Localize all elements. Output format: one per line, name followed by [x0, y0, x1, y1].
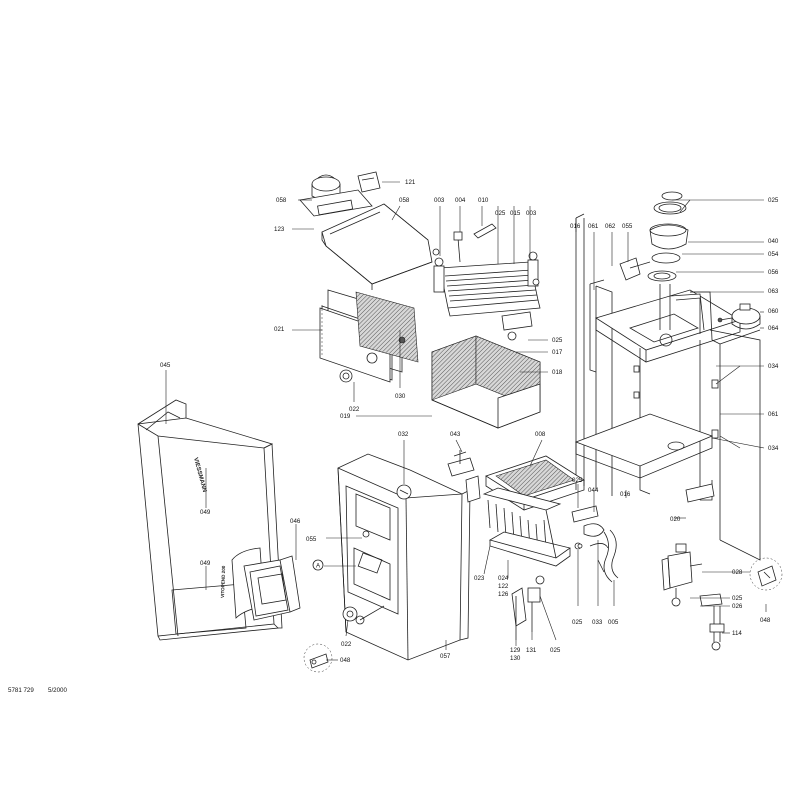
part-label: 054 [768, 251, 779, 258]
part-label: 056 [768, 269, 779, 276]
part-label: 061 [768, 411, 779, 418]
part-label: 020 [670, 516, 681, 523]
part-label: 025 [552, 337, 563, 344]
part-label: 025 [572, 477, 583, 484]
part-label: 028 [732, 569, 743, 576]
part-label: 043 [450, 431, 461, 438]
ignition-parts [396, 450, 609, 550]
part-label: 033 [592, 619, 603, 626]
document-footer: 5781 729 5/2000 [8, 687, 67, 694]
part-label: 063 [768, 288, 779, 295]
part-label: 010 [478, 197, 489, 204]
part-label: 032 [398, 431, 409, 438]
part-label: 061 [588, 223, 599, 230]
part-label: 034 [768, 363, 779, 370]
fan-venturi-stack [619, 191, 705, 334]
part-label: 044 [588, 487, 599, 494]
part-label: 023 [474, 575, 485, 582]
part-label: 130 [510, 655, 521, 662]
part-label: 060 [768, 308, 779, 315]
part-number-labels: 121 058 058 003 004 010 025 015 003 016 … [160, 179, 779, 664]
part-label: 015 [510, 210, 521, 217]
combustion-chamber-panels [431, 335, 541, 429]
part-label: 021 [274, 326, 285, 333]
doc-date: 5/2000 [48, 687, 67, 694]
fan-hood-assembly [299, 171, 433, 290]
leader-lines [165, 181, 767, 661]
pressure-vessel [717, 303, 761, 330]
part-label: 058 [399, 197, 410, 204]
burner [482, 455, 585, 567]
part-label: 121 [405, 179, 416, 186]
part-label: 129 [510, 647, 521, 654]
part-label: 018 [552, 369, 563, 376]
part-label: 025 [768, 197, 779, 204]
part-label: 048 [340, 657, 351, 664]
part-label: 016 [570, 223, 581, 230]
part-label: 046 [290, 518, 301, 525]
part-label: 062 [605, 223, 616, 230]
part-label: 026 [732, 603, 743, 610]
callout-a-label: A [316, 563, 321, 570]
callout-a: A [312, 559, 356, 571]
part-label: 025 [550, 647, 561, 654]
inner-front-panel [337, 453, 471, 661]
doc-number: 5781 729 [8, 687, 34, 694]
lower-seals [342, 605, 385, 625]
part-label: 064 [768, 325, 779, 332]
wall-bracket [303, 557, 783, 673]
part-label: 030 [395, 393, 406, 400]
part-label: 025 [732, 595, 743, 602]
part-label: 003 [526, 210, 537, 217]
part-label: 131 [526, 647, 537, 654]
part-label: 049 [200, 509, 211, 516]
part-label: 126 [498, 591, 509, 598]
part-label: 055 [622, 223, 633, 230]
sight-window-unit [243, 555, 301, 621]
model-name: VITOPEND 200 [220, 565, 226, 598]
part-label: 008 [535, 431, 546, 438]
part-label: 022 [349, 406, 360, 413]
part-label: 025 [495, 210, 506, 217]
flame-sensor-parts [511, 543, 583, 640]
part-label: 034 [768, 445, 779, 452]
heat-exchanger [432, 223, 541, 341]
part-label: 055 [306, 536, 317, 543]
part-label: 045 [160, 362, 171, 369]
gas-valve [661, 543, 725, 651]
part-label: 003 [434, 197, 445, 204]
part-label: 122 [498, 583, 509, 590]
part-label: 022 [341, 641, 352, 648]
part-label: 058 [276, 197, 287, 204]
part-label: 114 [732, 630, 742, 637]
part-label: 024 [498, 575, 509, 582]
part-label: 049 [200, 560, 211, 567]
front-insulation-panels [319, 289, 419, 383]
part-label: 016 [620, 491, 631, 498]
part-label: 057 [440, 653, 451, 660]
part-label: 048 [760, 617, 771, 624]
part-label: 017 [552, 349, 563, 356]
part-label: 019 [340, 413, 351, 420]
part-label: 040 [768, 238, 779, 245]
part-label: 025 [572, 619, 583, 626]
part-label: 123 [274, 226, 285, 233]
water-pipe [597, 529, 619, 583]
part-label: 005 [608, 619, 619, 626]
part-label: 004 [455, 197, 466, 204]
boiler-chassis [574, 213, 761, 561]
